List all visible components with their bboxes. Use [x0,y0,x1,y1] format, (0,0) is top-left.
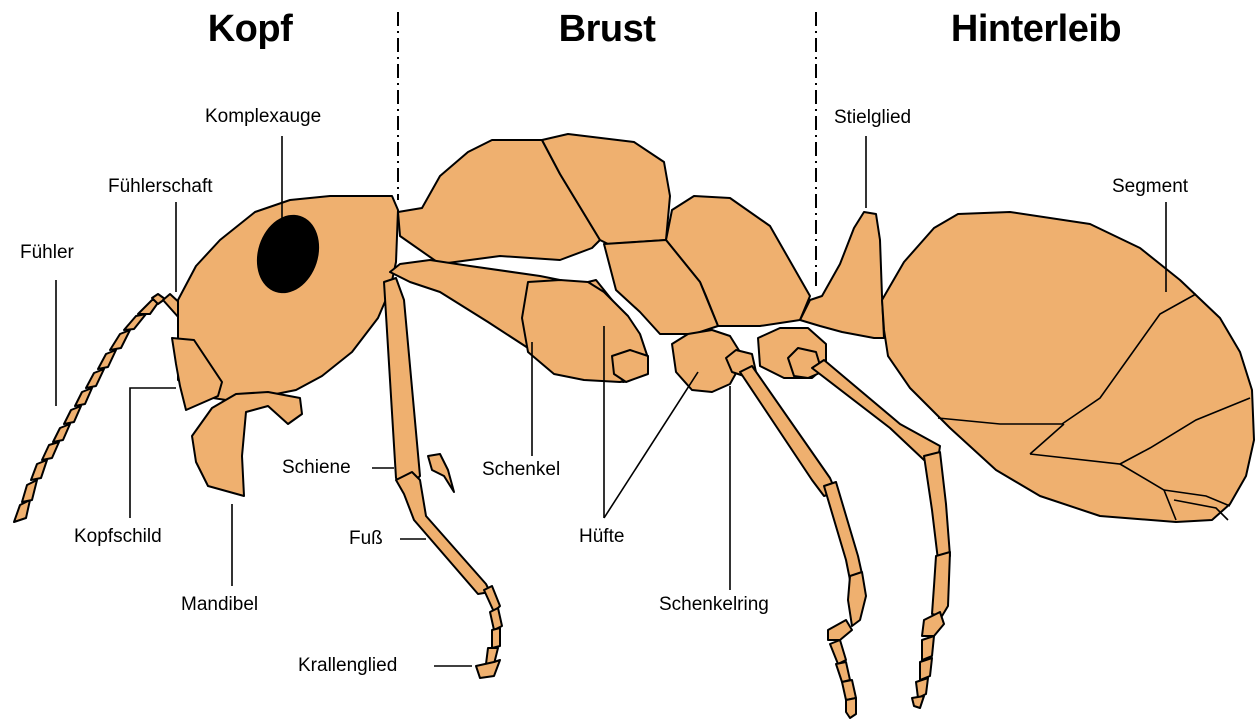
section-abdomen-title: Hinterleib [951,8,1121,51]
label-petiole: Stielglied [834,107,911,129]
label-tibia: Schiene [282,457,351,479]
petiole-shape [800,212,884,338]
label-compound-eye: Komplexauge [205,106,321,128]
label-coxa: Hüfte [579,526,624,548]
front-tibia-shape [384,278,420,492]
mandible-shape [192,392,302,496]
label-clypeus: Kopfschild [74,526,162,548]
label-mandible: Mandibel [181,594,258,616]
label-trochanter: Schenkelring [659,594,769,616]
thorax-group [390,134,810,382]
label-segment: Segment [1112,176,1188,198]
hind-trochanter-shape [788,348,822,378]
section-thorax-title: Brust [559,8,656,51]
section-head-title: Kopf [208,8,293,51]
antenna-shape [14,294,165,522]
tibial-spur-shape [428,454,454,492]
front-tarsus-shape [396,472,490,594]
label-femur: Schenkel [482,459,560,481]
middle-femur-shape [740,366,836,496]
label-claw-segment: Krallenglied [298,655,397,677]
label-tarsus: Fuß [349,528,383,550]
label-scape: Fühlerschaft [108,176,213,198]
label-antenna: Fühler [20,242,74,264]
